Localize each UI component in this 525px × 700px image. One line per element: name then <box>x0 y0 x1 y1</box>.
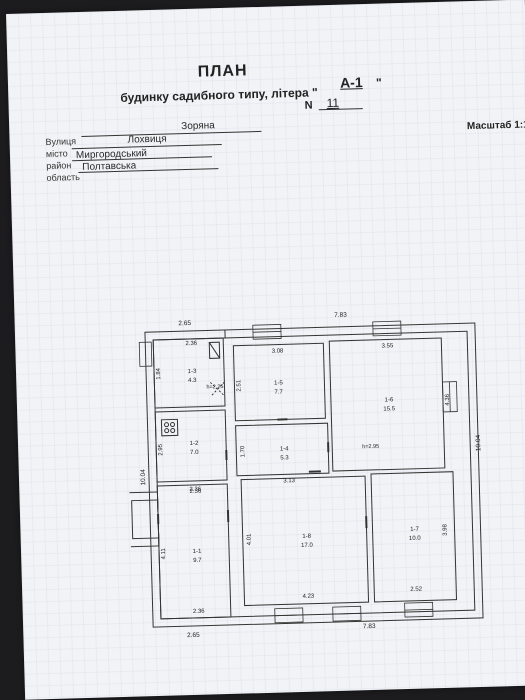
room-1-6-area: 15.5 <box>383 406 396 412</box>
room-1-2-number: 1-2 <box>190 441 199 447</box>
room-1-8-area: 17.0 <box>301 543 314 549</box>
room-1-3-width: 2.36 <box>185 341 198 347</box>
region-label: область <box>46 172 81 183</box>
room-1-4-area: 5.3 <box>280 455 289 461</box>
room-1-4-height: 1.70 <box>240 445 246 458</box>
dim-bottom-left: 2.65 <box>187 632 200 639</box>
room-1-6-outline <box>328 337 446 472</box>
room-1-1-area: 9.7 <box>193 558 202 564</box>
room-1-1-height: 4.11 <box>161 547 167 559</box>
litera-value: А-1 <box>339 74 363 91</box>
dim-left-height: 10.04 <box>140 469 147 486</box>
room-1-4-number: 1-4 <box>280 446 289 452</box>
room-1-2-outline <box>154 409 228 483</box>
document-sheet: ПЛАН будинку садибного типу, літера " А-… <box>6 0 525 700</box>
room-1-5-height: 2.51 <box>236 379 242 392</box>
room-1-7-outline <box>370 471 458 603</box>
outer-wall <box>144 322 484 628</box>
room-1-1-outline <box>156 483 232 620</box>
ceiling-note-2: h=2.95 <box>362 444 379 450</box>
room-1-2-height: 2.95 <box>158 443 164 456</box>
room-1-7-area: 10.0 <box>409 536 422 542</box>
room-1-5-area: 7.7 <box>274 389 283 395</box>
district-label: район <box>46 160 72 171</box>
dim-top-left: 2.65 <box>178 320 191 327</box>
room-1-6-width: 3.55 <box>382 343 395 349</box>
room-1-2-area: 7.0 <box>190 450 199 456</box>
inner-wall <box>152 330 476 620</box>
fixture-icon <box>208 341 221 359</box>
number-underline <box>318 108 363 111</box>
street-underline <box>81 130 262 137</box>
windows <box>138 320 458 624</box>
room-1-3-height: 1.84 <box>156 367 162 380</box>
street-label: Вулиця <box>45 136 77 147</box>
city-value: Лохвиця <box>127 133 167 146</box>
room-1-1-width: 2.36 <box>193 609 206 615</box>
room-1-8-outline <box>240 475 370 607</box>
document-title: ПЛАН <box>197 62 248 81</box>
room-1-4-width: 3.13 <box>283 478 296 484</box>
room-1-3-outline <box>152 337 226 409</box>
room-1-7-height: 3.98 <box>442 523 448 536</box>
ceiling-note-1: h=2.25 <box>206 384 223 390</box>
document-subtitle: будинку садибного типу, літера " <box>120 85 318 105</box>
room-1-1-bottom-width: 2.36 <box>189 489 202 495</box>
quote-open: " <box>311 85 318 100</box>
room-1-7-width: 2.52 <box>410 587 423 593</box>
dim-bottom-right: 7.83 <box>363 623 376 630</box>
city-label: місто <box>45 148 68 159</box>
room-1-5-number: 1-5 <box>274 380 283 386</box>
floor-plan: 2.65 7.83 2.65 7.83 10.04 10.04 1-3 4.3 2.… <box>124 312 484 639</box>
dim-right-height: 10.04 <box>475 434 482 451</box>
room-1-8-number: 1-8 <box>302 534 311 540</box>
room-1-6-number: 1-6 <box>385 397 394 403</box>
room-1-6-height: 4.36 <box>445 393 451 406</box>
room-labels: 1-3 4.3 2.36 1.84 1-2 7.0 2.36 2.95 1-1 9.7 2.36 4.… <box>156 341 451 615</box>
room-1-8-height: 4.01 <box>247 533 253 546</box>
room-1-2-width: 2.36 <box>189 487 202 493</box>
number-label: N <box>304 99 313 112</box>
room-1-3-area: 4.3 <box>188 378 197 384</box>
scale-label: Масштаб 1:10 <box>466 119 525 133</box>
room-1-3-number: 1-3 <box>188 369 197 375</box>
room-1-8-width: 4.23 <box>302 594 315 600</box>
doors <box>157 418 368 529</box>
room-1-5-width: 3.08 <box>272 348 285 354</box>
dim-top-right: 7.83 <box>334 312 347 319</box>
stove-icon <box>160 418 179 437</box>
street-value: Зоряна <box>181 120 215 133</box>
quote-close: " <box>375 75 382 90</box>
subtitle-text: будинку садибного типу, літера <box>120 85 309 105</box>
room-1-7-number: 1-7 <box>410 527 419 533</box>
room-1-1-number: 1-1 <box>193 549 202 555</box>
